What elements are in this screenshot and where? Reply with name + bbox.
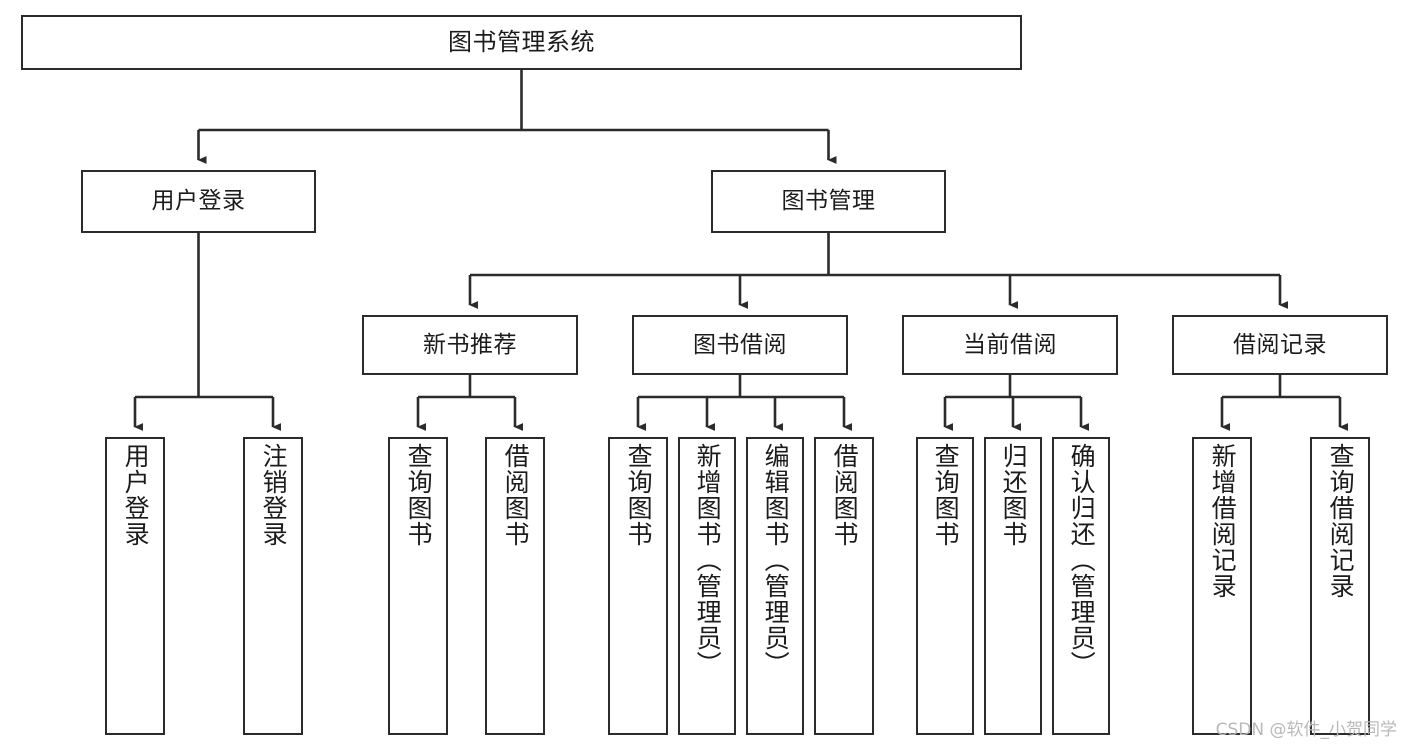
leaf-recommend-borrow-book[interactable]: 借阅图书: [485, 437, 545, 735]
leaf-user-login-label: 用户登录: [121, 443, 151, 547]
leaf-recommend-query-book[interactable]: 查询图书: [388, 437, 448, 735]
node-book-management[interactable]: 图书管理: [711, 170, 946, 233]
leaf-borrow-borrow-book[interactable]: 借阅图书: [814, 437, 874, 735]
leaf-borrow-query-book-label: 查询图书: [624, 443, 654, 547]
leaf-record-add-record[interactable]: 新增借阅记录: [1192, 437, 1252, 735]
leaf-borrow-edit-book-label: 编辑图书（管理员）: [761, 443, 791, 677]
leaf-borrow-add-book-label: 新增图书（管理员）: [693, 443, 723, 677]
node-root[interactable]: 图书管理系统: [21, 15, 1022, 70]
node-new-book-recommendation-label: 新书推荐: [423, 331, 517, 358]
node-user-login-label: 用户登录: [151, 188, 246, 215]
node-borrowing-record[interactable]: 借阅记录: [1172, 315, 1388, 375]
leaf-user-logout[interactable]: 注销登录: [243, 437, 303, 735]
node-current-borrowing-label: 当前借阅: [963, 331, 1057, 358]
leaf-current-query-book-label: 查询图书: [931, 443, 961, 547]
node-book-borrowing[interactable]: 图书借阅: [632, 315, 848, 375]
leaf-current-confirm-return[interactable]: 确认归还（管理员）: [1052, 437, 1110, 735]
leaf-borrow-add-book[interactable]: 新增图书（管理员）: [678, 437, 736, 735]
leaf-current-return-book[interactable]: 归还图书: [984, 437, 1042, 735]
leaf-current-return-book-label: 归还图书: [999, 443, 1029, 547]
leaf-record-add-record-label: 新增借阅记录: [1208, 443, 1238, 599]
leaf-current-confirm-return-label: 确认归还（管理员）: [1067, 443, 1097, 677]
node-book-borrowing-label: 图书借阅: [693, 331, 787, 358]
leaf-recommend-query-book-label: 查询图书: [404, 443, 434, 547]
watermark: CSDN @软件_小贺同学: [1215, 720, 1397, 740]
leaf-user-logout-label: 注销登录: [259, 443, 289, 547]
node-user-login[interactable]: 用户登录: [81, 170, 316, 233]
leaf-recommend-borrow-book-label: 借阅图书: [501, 443, 531, 547]
leaf-borrow-edit-book[interactable]: 编辑图书（管理员）: [746, 437, 804, 735]
node-borrowing-record-label: 借阅记录: [1233, 331, 1327, 358]
leaf-current-query-book[interactable]: 查询图书: [916, 437, 974, 735]
node-new-book-recommendation[interactable]: 新书推荐: [362, 315, 578, 375]
leaf-record-query-record-label: 查询借阅记录: [1326, 443, 1356, 599]
leaf-user-login[interactable]: 用户登录: [105, 437, 165, 735]
leaf-borrow-query-book[interactable]: 查询图书: [608, 437, 668, 735]
leaf-borrow-borrow-book-label: 借阅图书: [830, 443, 860, 547]
leaf-record-query-record[interactable]: 查询借阅记录: [1310, 437, 1370, 735]
node-book-management-label: 图书管理: [781, 188, 876, 215]
node-current-borrowing[interactable]: 当前借阅: [902, 315, 1118, 375]
node-root-label: 图书管理系统: [448, 27, 595, 56]
